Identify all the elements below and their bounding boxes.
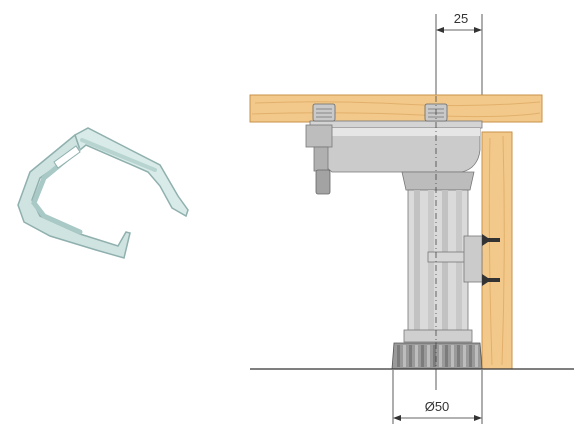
- dimension-bottom: Ø50: [392, 370, 483, 424]
- screw-icon: [312, 103, 336, 122]
- foot-rib: [463, 345, 466, 367]
- dimension-bottom-label: Ø50: [425, 399, 450, 414]
- arrowhead-right: [474, 27, 482, 33]
- metal-clip-icon: [17, 127, 189, 259]
- foot-rib: [427, 345, 430, 367]
- arrowhead-left: [436, 27, 444, 33]
- foot-rib: [439, 345, 442, 367]
- foot-rib: [403, 345, 406, 367]
- foot-rib: [469, 345, 472, 367]
- leg-column: [401, 171, 475, 343]
- screw-icon: [482, 274, 500, 286]
- cabinet-floor-panel: [249, 94, 543, 123]
- leg-clip-bracket: [427, 235, 483, 283]
- foot-rib: [457, 345, 460, 367]
- foot-rib: [475, 345, 478, 367]
- foot-rib: [415, 345, 418, 367]
- foot-rib: [397, 345, 400, 367]
- dimension-top-label: 25: [454, 11, 468, 26]
- foot-rib: [421, 345, 424, 367]
- arrowhead-left: [393, 415, 401, 421]
- screw-icon: [482, 234, 500, 246]
- foot-rib: [445, 345, 448, 367]
- leg-foot: [391, 342, 483, 370]
- adjuster-tab: [315, 169, 331, 195]
- foot-rib: [451, 345, 454, 367]
- mounting-plate: [305, 120, 483, 195]
- foot-rib: [409, 345, 412, 367]
- foot-rib: [433, 345, 436, 367]
- plinth-panel: [481, 131, 513, 370]
- arrowhead-right: [474, 415, 482, 421]
